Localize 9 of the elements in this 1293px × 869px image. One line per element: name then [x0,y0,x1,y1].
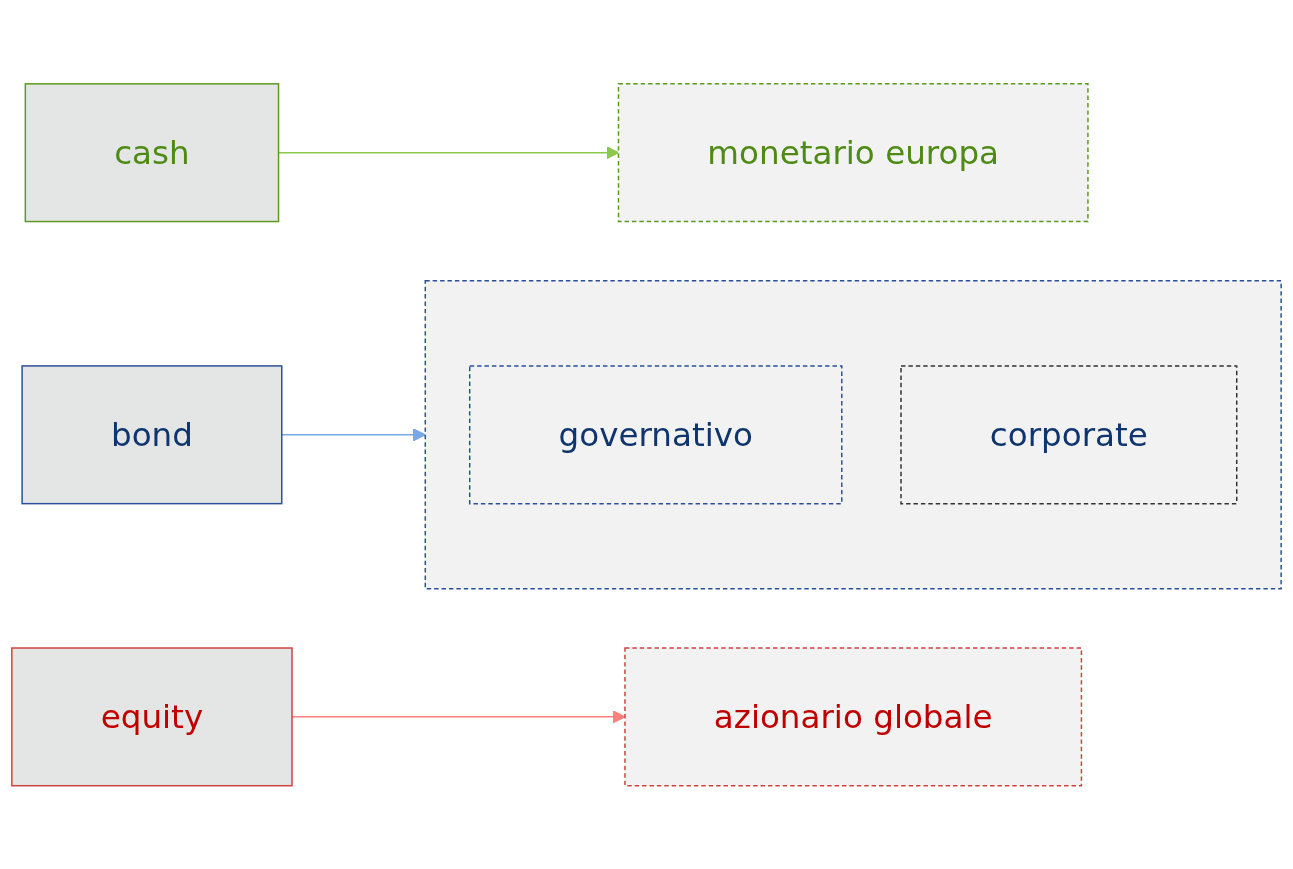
node-box: governativo [468,364,843,505]
node-box: corporate [900,364,1238,505]
node-box: bond [21,364,283,505]
node-box: azionario globale [624,647,1083,787]
node-box: equity [11,647,293,787]
node-box: monetario europa [617,82,1089,222]
cluster [424,279,1282,590]
arrow [281,428,426,441]
node-box: cash [24,82,280,222]
